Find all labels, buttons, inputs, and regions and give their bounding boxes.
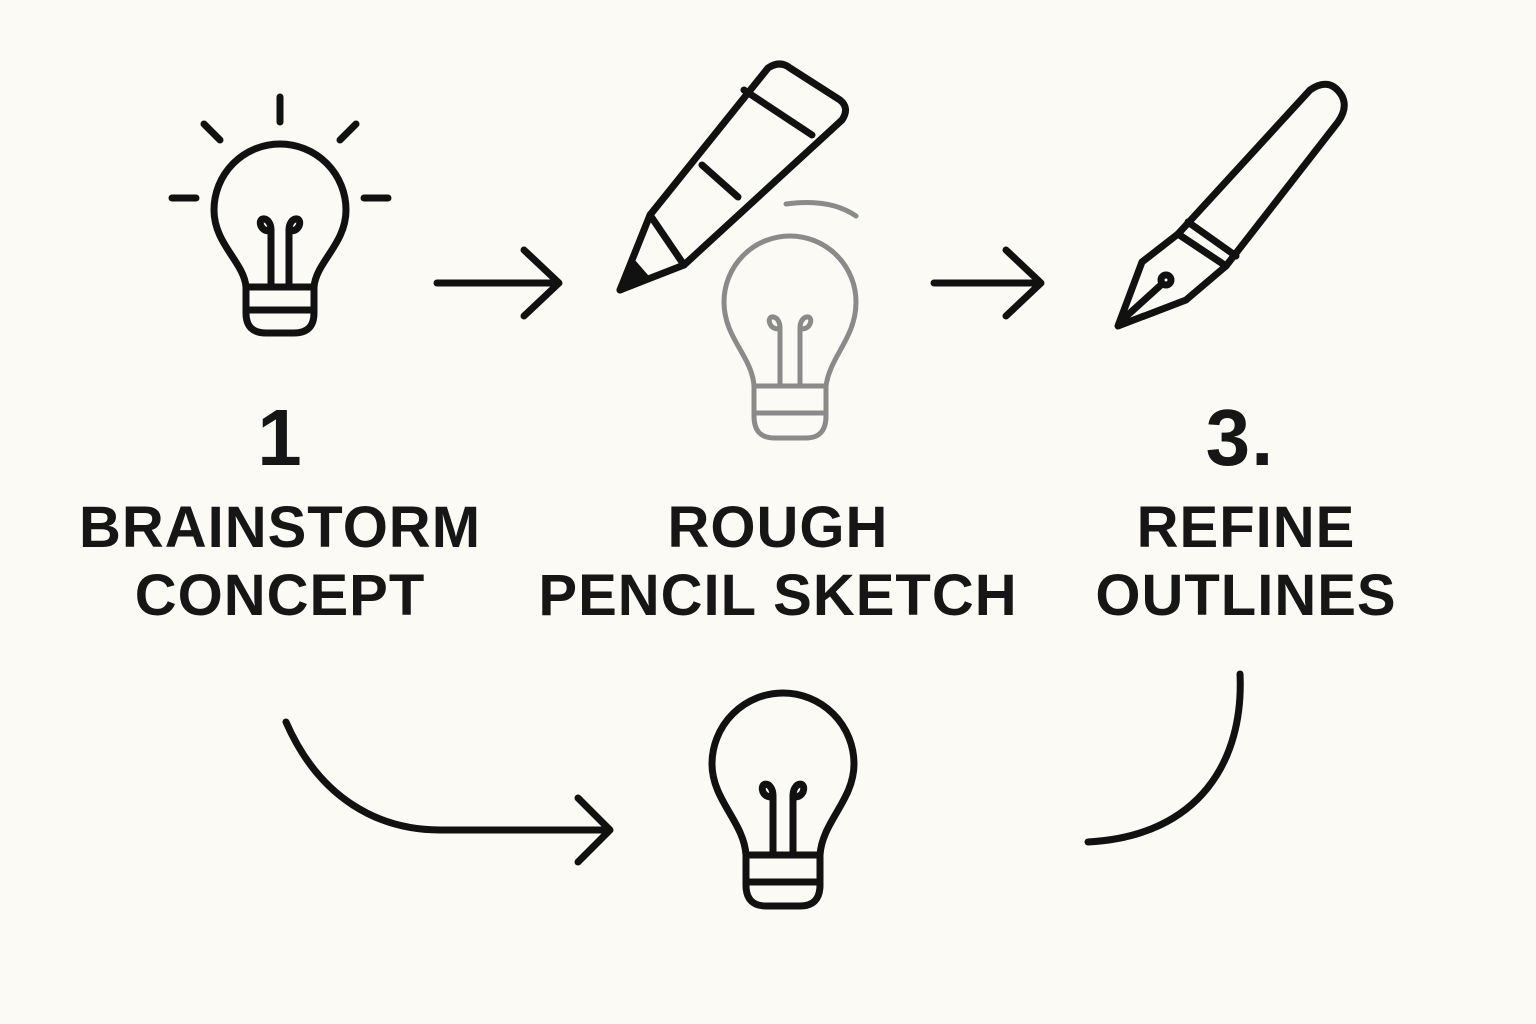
step-2-label-line1: ROUGH (667, 495, 889, 560)
step-2-label-line2: PENCIL SKETCH (538, 563, 1018, 628)
final-lightbulb-icon (708, 689, 858, 910)
step-1-label-line2: CONCEPT (134, 563, 426, 628)
pen-nib-icon (1114, 80, 1348, 330)
step-3-label-line2: OUTLINES (1095, 563, 1397, 628)
curved-connector-line (1084, 670, 1244, 846)
lightbulb-icon (168, 93, 392, 337)
step-1-label-line1: BRAINSTORM (78, 495, 482, 560)
step-3-number: 3. (1205, 393, 1275, 482)
arrow-right-icon (433, 246, 563, 320)
sketched-lightbulb-icon (721, 200, 859, 441)
curved-arrow-icon (282, 718, 614, 866)
step-1-number: 1 (257, 393, 303, 482)
step-3-label-line1: REFINE (1136, 495, 1356, 560)
pencil-icon (616, 60, 849, 294)
arrow-right-icon (930, 246, 1045, 320)
